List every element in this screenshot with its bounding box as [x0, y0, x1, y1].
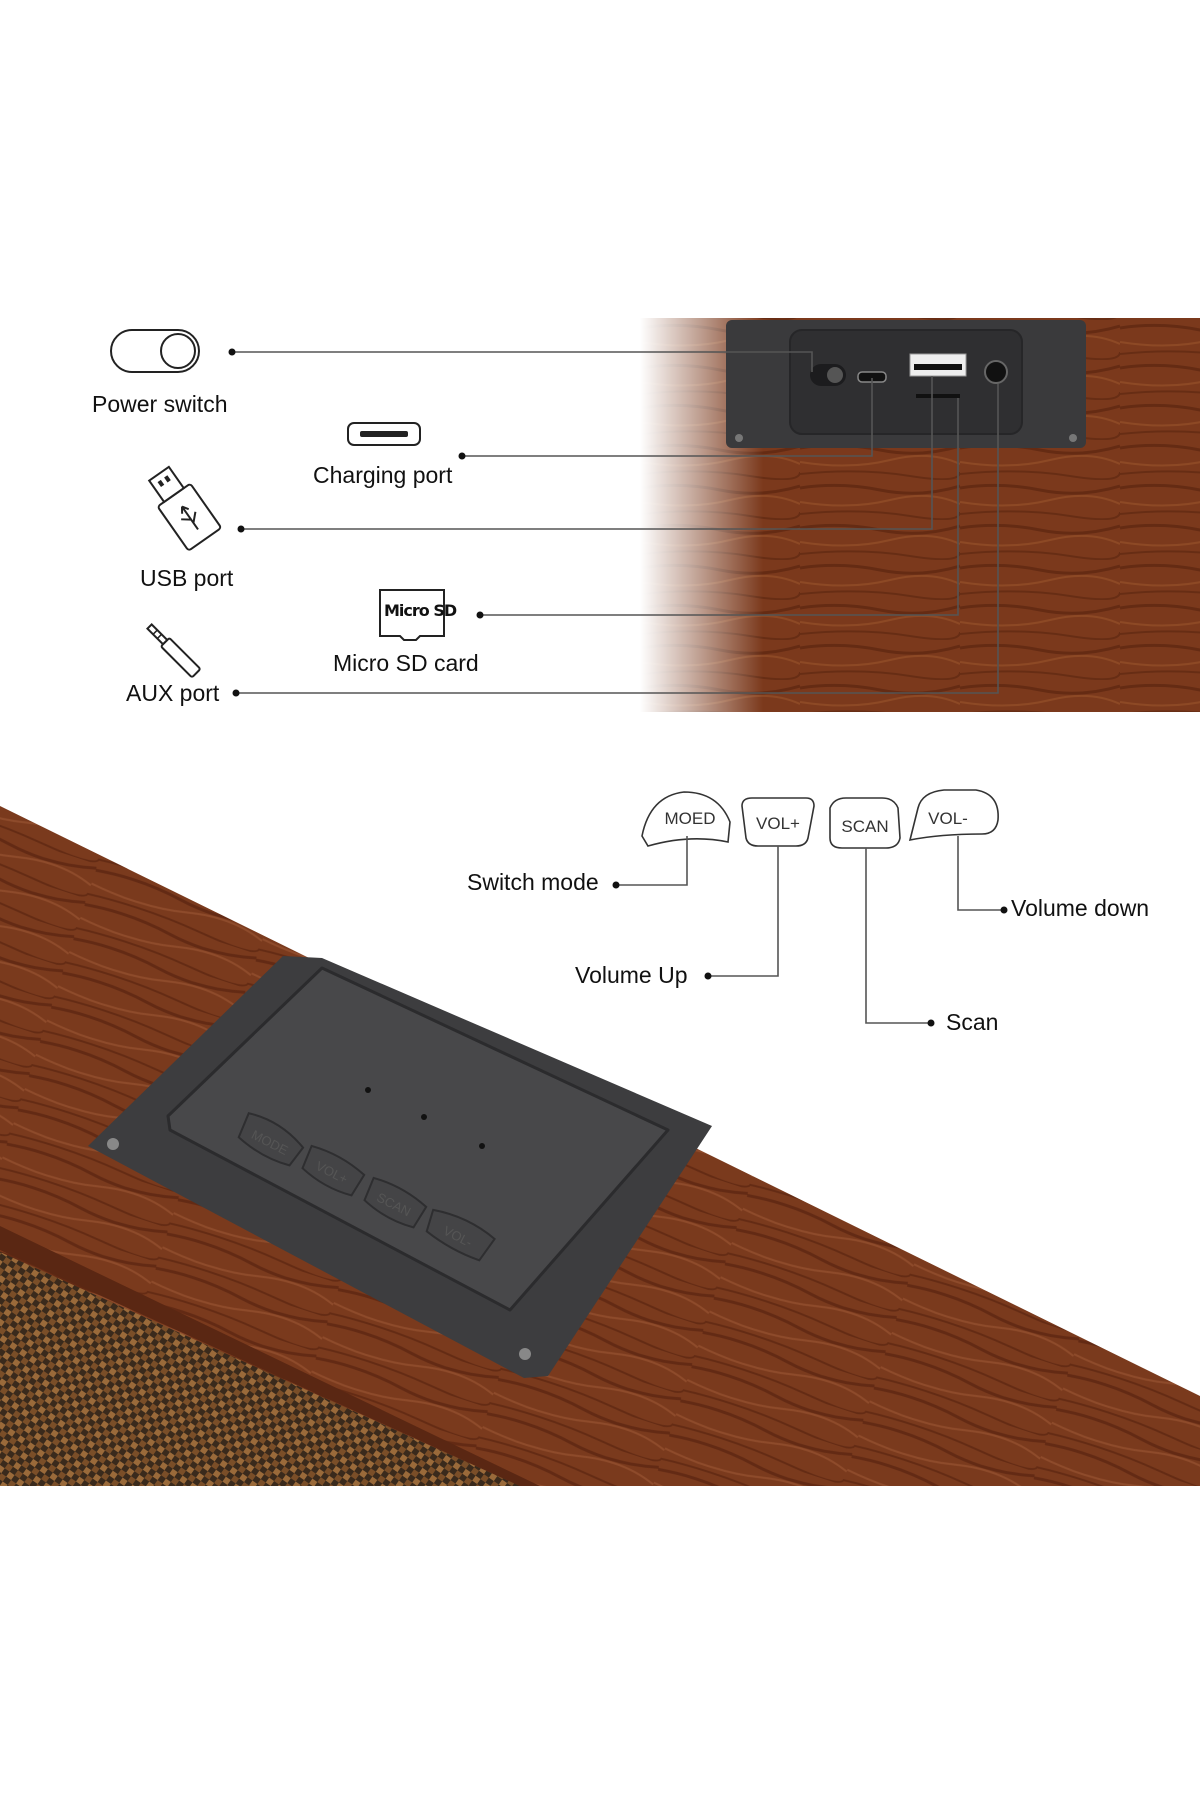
- control-panel: [88, 956, 712, 1378]
- button-cap-vol-down-text: VOL-: [928, 809, 968, 828]
- button-leader-dots: [612, 881, 1008, 1027]
- label-scan: Scan: [946, 1009, 999, 1035]
- label-aux-port: AUX port: [126, 680, 220, 706]
- button-cap-scan-text: SCAN: [841, 817, 888, 836]
- usb-stick-icon: [147, 465, 222, 551]
- button-leader-lines: [616, 836, 1004, 1024]
- label-volume-down: Volume down: [1011, 895, 1150, 921]
- label-power-switch: Power switch: [92, 391, 228, 417]
- panel-button-vol-down: VOL-: [425, 1208, 497, 1262]
- button-cap-scan: SCAN: [829, 797, 901, 849]
- micro-sd-icon-text: Micro SD: [384, 601, 457, 620]
- label-volume-up: Volume Up: [575, 962, 688, 988]
- button-cap-moed: MOED: [641, 791, 731, 847]
- button-cap-vol-up-text: VOL+: [756, 814, 800, 833]
- label-switch-mode: Switch mode: [467, 869, 599, 895]
- button-cap-moed-text: MOED: [665, 809, 716, 828]
- port-leader-dots: [228, 348, 484, 697]
- button-cap-vol-up: VOL+: [741, 797, 815, 847]
- power-switch-icon: [110, 329, 200, 373]
- label-charging-port: Charging port: [313, 462, 453, 488]
- label-usb-port: USB port: [140, 565, 234, 591]
- micro-sd-icon: [379, 589, 445, 641]
- rear-port-plate: [726, 320, 1086, 448]
- button-cap-vol-down: VOL-: [908, 789, 999, 842]
- aux-plug-icon: [146, 623, 201, 678]
- charging-port-icon: [347, 422, 421, 446]
- panel-button-vol-up: VOL+: [301, 1144, 366, 1197]
- label-micro-sd-card: Micro SD card: [333, 650, 479, 676]
- port-leader-lines: [232, 351, 999, 694]
